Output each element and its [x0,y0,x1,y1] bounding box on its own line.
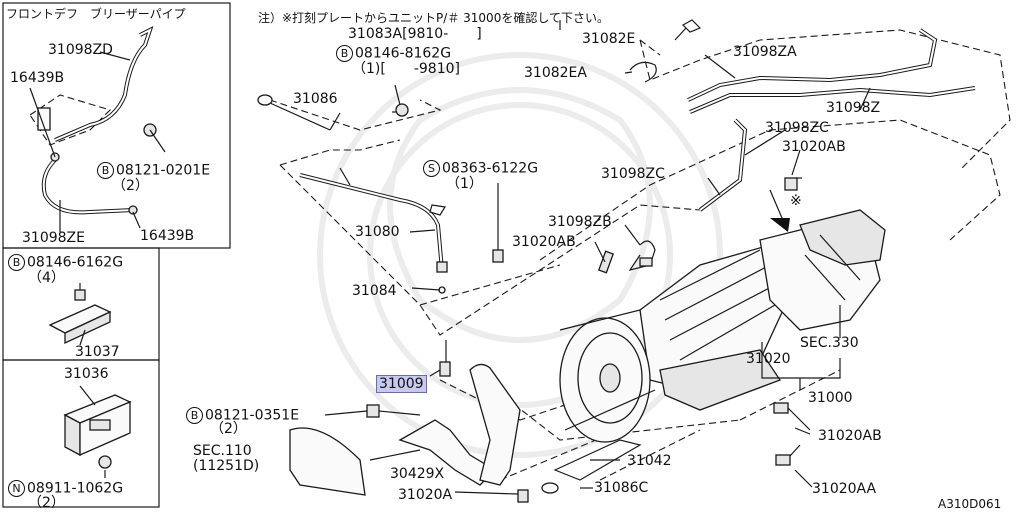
label-31086: 31086 [293,91,338,107]
bolt-prefix-badge: B [186,407,203,424]
bolt-qty: （2） [112,178,149,194]
bolts [366,177,811,503]
watermark-emblem [317,52,723,458]
label-31020: 31020 [746,351,791,367]
label-31098zc-mid: 31098ZC [601,166,665,182]
label-16439b-bottom: 16439B [140,228,195,244]
screw-prefix-badge: S [423,160,440,177]
label-sec330: SEC.330 [800,335,859,351]
breather-pipes [628,19,976,271]
label-31037: 31037 [75,344,120,360]
label-16439b-top: 16439B [10,70,65,86]
bracket-31037-inset [48,283,112,346]
nut-qty: （2） [28,495,65,511]
label-31098zb: 31098ZB [548,214,612,230]
label-31080: 31080 [355,224,400,240]
label-31098za: 31098ZA [733,44,797,60]
label-30429x: 30429X [390,466,445,482]
bolt-number: 08146-6162G [27,254,124,271]
screw-qty: （1） [446,176,483,192]
label-sec110-sub: (11251D) [193,458,260,474]
label-31020ab-mid: 31020AB [512,234,576,250]
inset-title: フロントデフ ブリーザーパイプ [6,7,186,21]
label-31098z: 31098Z [826,100,881,116]
label-31020aa: 31020AA [812,481,877,497]
bolt-qty: （2） [210,421,247,437]
bolt-prefix-badge: B [8,254,25,271]
bolt-number: 08121-0201E [116,162,211,179]
label-31083a: 31083A[9810- ] [348,26,482,42]
label-31082ea: 31082EA [524,65,587,81]
label-31042: 31042 [627,453,672,469]
leader-lines [324,20,871,495]
screw-number: 08363-6122G [442,160,539,177]
label-31036: 31036 [64,366,109,382]
figure-code: A310D061 [938,497,1002,511]
label-31098ze: 31098ZE [22,230,85,246]
label-sec110: SEC.110 [193,443,252,459]
bolt-number: 08146-8162G [355,45,452,62]
bolt-sub: （1)[ -9810] [352,61,460,77]
bolt-number: 08121-0351E [205,407,300,424]
label-31009-highlighted[interactable]: 31009 [376,375,427,393]
breather-pipe-inset [29,26,166,232]
label-31020a: 31020A [398,487,453,503]
asterisk-mark: ※ [790,193,802,209]
label-31082e: 31082E [582,31,636,47]
transmission-body [559,189,886,443]
label-31084: 31084 [352,283,397,299]
label-31020ab-top: 31020AB [782,139,846,155]
bolt-prefix-badge: B [336,45,353,62]
bolt-qty: （4） [28,270,65,286]
label-31098zc-top: 31098ZC [765,120,829,136]
module-31036-inset [63,385,132,478]
lower-covers [289,363,642,496]
nut-number: 08911-1062G [27,480,124,497]
note-text: 注）※打刻プレートからユニットP/＃ 31000を確認して下さい。 [258,11,609,25]
dipstick-tube [257,94,504,294]
inset-frames [2,2,231,508]
nut-prefix-badge: N [8,480,25,497]
label-31020ab-bottom: 31020AB [818,428,882,444]
bracket-shape [37,107,51,131]
bolt-prefix-badge: B [97,162,114,179]
label-31086c: 31086C [594,480,649,496]
label-31000: 31000 [808,390,853,406]
label-31098zd: 31098ZD [48,42,113,58]
